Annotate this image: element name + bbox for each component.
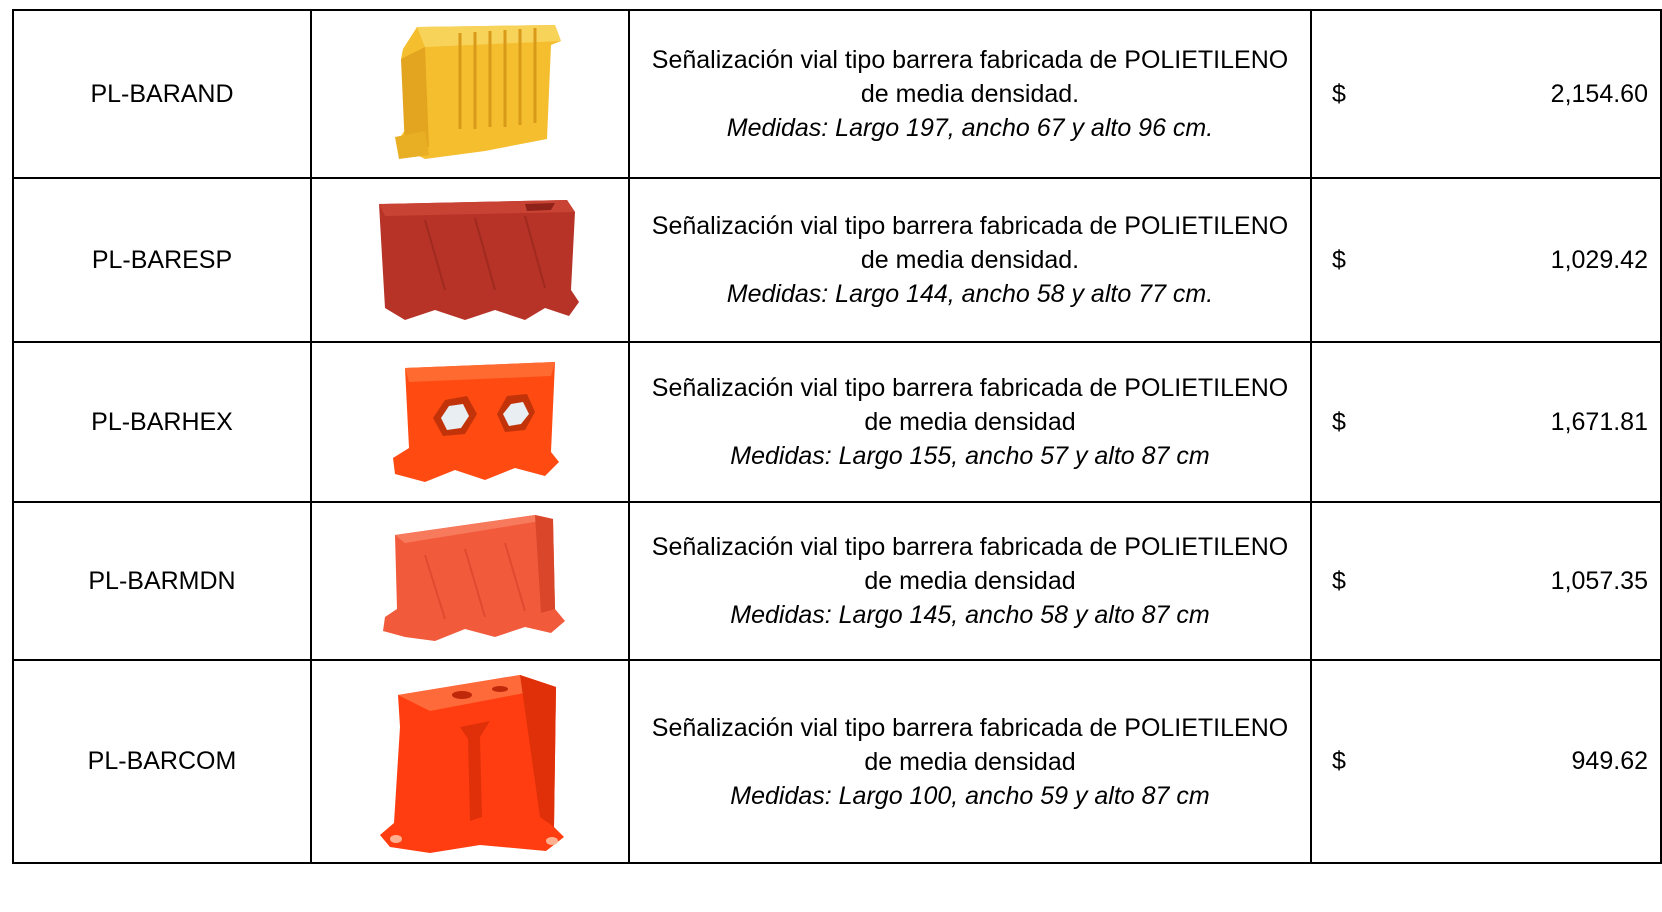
description-line: de media densidad (864, 567, 1076, 595)
product-code: PL-BARHEX (12, 341, 312, 503)
product-dimensions: Medidas: Largo 100, ancho 59 y alto 87 c… (730, 781, 1210, 810)
description-line: Señalización vial tipo barrera fabricada… (651, 212, 1289, 240)
table-row: PL-BARAND Señalización vial tipo barrera… (12, 9, 1662, 179)
product-table: PL-BARAND Señalización vial tipo barrera… (12, 9, 1662, 864)
description-line: de media densidad. (860, 246, 1080, 274)
compact-barrier-icon (380, 674, 564, 853)
product-price: 2,154.60 (1550, 79, 1648, 108)
description-line: de media densidad (864, 747, 1076, 776)
table-row: PL-BARESP Señalización vial tipo barrera… (12, 177, 1662, 343)
product-code: PL-BARESP (12, 177, 312, 343)
product-dimensions: Medidas: Largo 197, ancho 67 y alto 96 c… (726, 114, 1214, 142)
product-image-cell (310, 501, 630, 661)
product-code: PL-BARMDN (12, 501, 312, 661)
product-dimensions: Medidas: Largo 145, ancho 58 y alto 87 c… (730, 601, 1210, 629)
product-price-cell: $ 1,029.42 (1310, 177, 1662, 343)
description-line: Señalización vial tipo barrera fabricada… (651, 533, 1289, 561)
description-line: de media densidad (864, 408, 1076, 436)
table-row: PL-BARCOM Señalización vial tipo barrera… (12, 659, 1662, 864)
currency-symbol: $ (1332, 566, 1346, 595)
product-price-cell: $ 1,057.35 (1310, 501, 1662, 661)
table-row: PL-BARHEX Señalización vial tipo barrera… (12, 341, 1662, 503)
currency-symbol: $ (1332, 407, 1346, 436)
product-image-cell (310, 659, 630, 864)
product-description: Señalización vial tipo barrera fabricada… (628, 177, 1312, 343)
orange-barrier-icon (383, 514, 565, 641)
product-code: PL-BARAND (12, 9, 312, 179)
product-dimensions: Medidas: Largo 155, ancho 57 y alto 87 c… (730, 442, 1210, 470)
description-line: Señalización vial tipo barrera fabricada… (651, 374, 1289, 402)
product-price: 1,671.81 (1550, 407, 1648, 436)
hexagon-barrier-icon (393, 362, 559, 482)
description-line: Señalización vial tipo barrera fabricada… (651, 46, 1289, 74)
table-row: PL-BARMDN Señalización vial tipo barrera… (12, 501, 1662, 661)
product-description: Señalización vial tipo barrera fabricada… (628, 501, 1312, 661)
product-description: Señalización vial tipo barrera fabricada… (628, 9, 1312, 179)
currency-symbol: $ (1332, 79, 1346, 108)
product-image-cell (310, 341, 630, 503)
description-line: Señalización vial tipo barrera fabricada… (651, 713, 1289, 742)
product-price: 1,029.42 (1550, 245, 1648, 274)
product-price-cell: $ 949.62 (1310, 659, 1662, 864)
product-code: PL-BARCOM (12, 659, 312, 864)
product-price: 949.62 (1571, 747, 1648, 775)
product-image-cell (310, 9, 630, 179)
currency-symbol: $ (1332, 747, 1346, 775)
product-price-cell: $ 1,671.81 (1310, 341, 1662, 503)
product-description: Señalización vial tipo barrera fabricada… (628, 341, 1312, 503)
product-dimensions: Medidas: Largo 144, ancho 58 y alto 77 c… (726, 280, 1214, 308)
product-image-cell (310, 177, 630, 343)
product-description: Señalización vial tipo barrera fabricada… (628, 659, 1312, 864)
description-line: de media densidad. (860, 80, 1080, 108)
red-barrier-icon (379, 200, 579, 320)
product-price-cell: $ 2,154.60 (1310, 9, 1662, 179)
product-price: 1,057.35 (1550, 566, 1648, 595)
yellow-barrier-icon (395, 25, 561, 159)
currency-symbol: $ (1332, 245, 1346, 274)
